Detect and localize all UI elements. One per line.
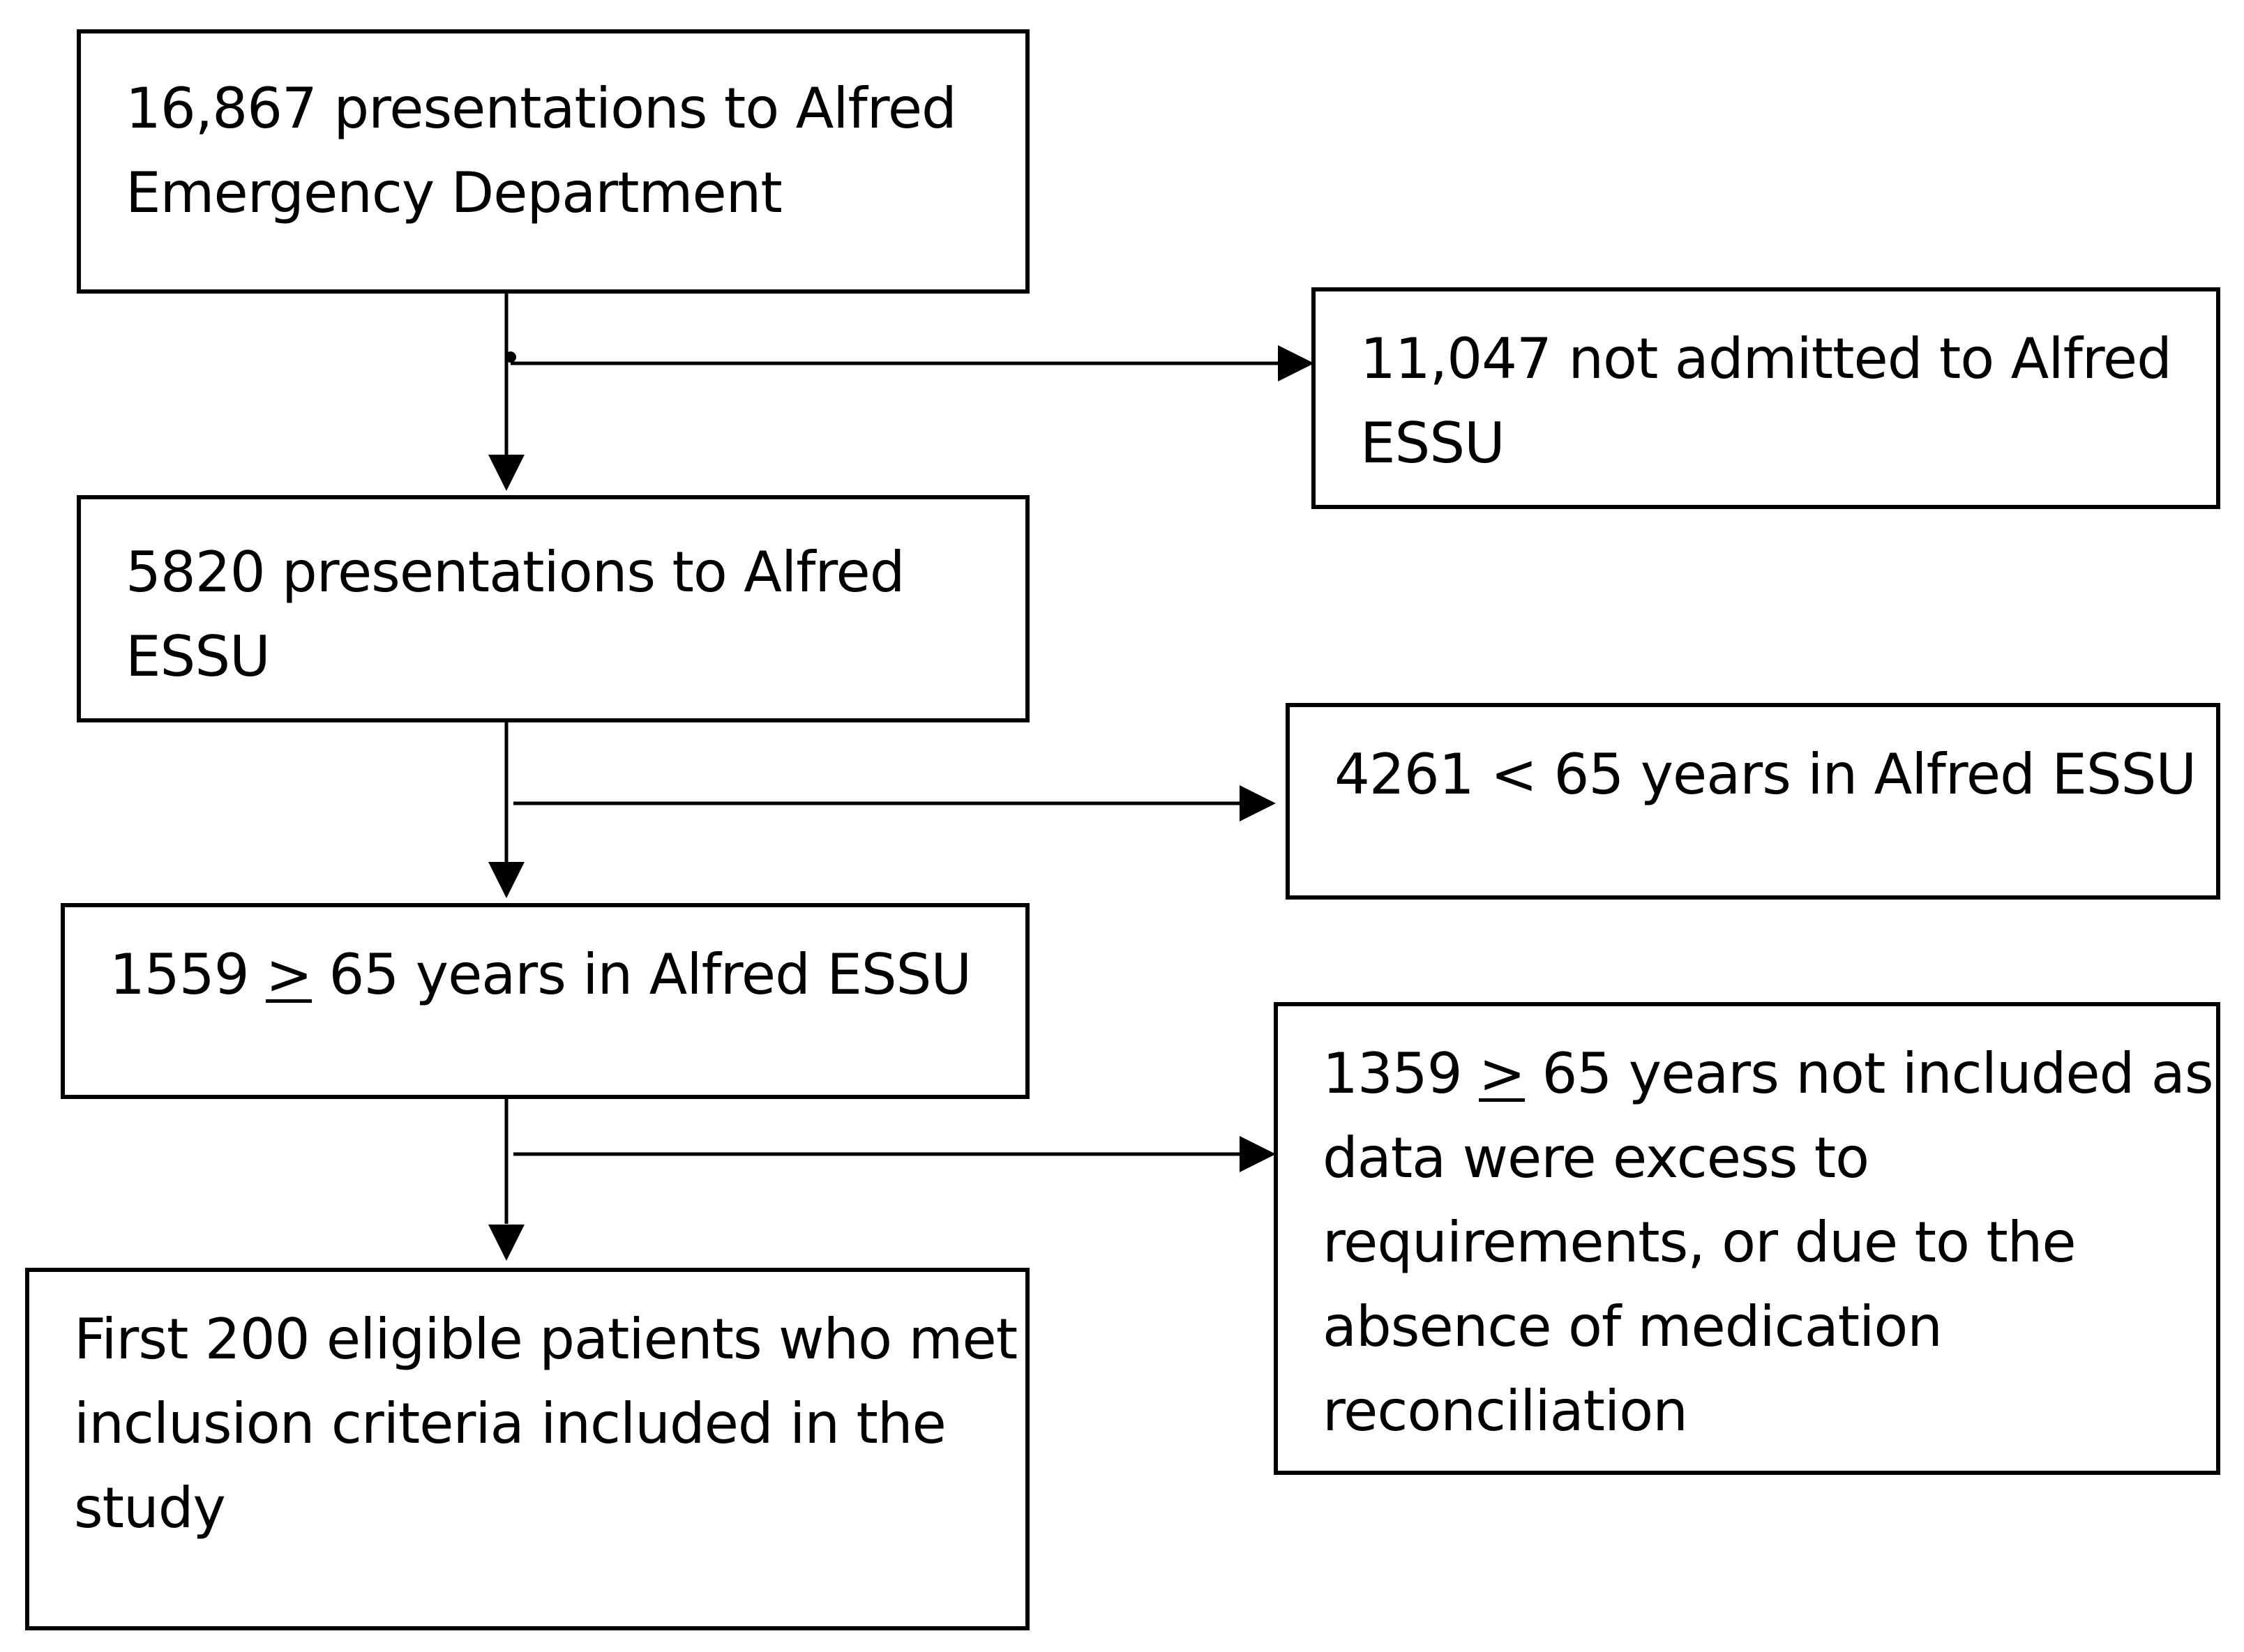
text-line: study [74,1476,226,1540]
text-line: ESSU [126,624,271,689]
essu-presentations-text: 5820 presentations to Alfred ESSU [126,530,905,699]
under-65-text: 4261 < 65 years in Alfred ESSU [1334,732,2197,817]
arrowhead-right [1240,1136,1276,1172]
text-fragment: 65 years not included as [1525,1041,2213,1106]
junction-dot [505,351,516,363]
text-line: 11,047 not admitted to Alfred [1360,326,2172,391]
ed-presentations-text: 16,867 presentations to Alfred Emergency… [126,66,957,235]
count-value: 1559 [110,942,250,1007]
study-inclusion-text: First 200 eligible patients who met incl… [74,1297,1018,1550]
arrowhead-down [488,455,525,491]
text-line: 1359 > 65 years not included as [1323,1031,2214,1116]
not-admitted-box: 11,047 not admitted to Alfred ESSU [1311,287,2220,509]
count-value: 1359 [1323,1041,1463,1106]
not-admitted-text: 11,047 not admitted to Alfred ESSU [1360,317,2172,485]
text-fragment: 65 years in Alfred ESSU [312,942,972,1007]
greater-equal-symbol: > [266,942,312,1007]
essu-65-plus-box: 1559 > 65 years in Alfred ESSU [61,903,1030,1099]
text-line: 5820 presentations to Alfred [126,540,905,605]
text-line: data were excess to [1323,1126,1869,1190]
not-included-box: 1359 > 65 years not included as data wer… [1274,1002,2220,1475]
under-65-box: 4261 < 65 years in Alfred ESSU [1286,703,2220,900]
not-included-text: 1359 > 65 years not included as data wer… [1323,1031,2214,1453]
greater-equal-symbol: > [1479,1041,1526,1106]
text-line: inclusion criteria included in the [74,1391,947,1456]
text-line: requirements, or due to the [1323,1210,2077,1275]
arrowhead-right [1240,785,1276,821]
text-line: 4261 < 65 years in Alfred ESSU [1334,742,2197,807]
text-line: 16,867 presentations to Alfred [126,76,957,141]
essu-presentations-box: 5820 presentations to Alfred ESSU [77,495,1030,722]
text-line: ESSU [1360,411,1505,476]
study-inclusion-box: First 200 eligible patients who met incl… [25,1268,1030,1630]
text-line: absence of medication [1323,1294,1943,1359]
arrowhead-down [488,1225,525,1261]
ed-presentations-box: 16,867 presentations to Alfred Emergency… [77,29,1030,294]
arrowhead-down [488,862,525,898]
essu-65-plus-text: 1559 > 65 years in Alfred ESSU [110,932,972,1017]
text-line: First 200 eligible patients who met [74,1307,1018,1372]
text-line: 1559 > 65 years in Alfred ESSU [110,932,972,1017]
arrowhead-right [1278,345,1314,381]
text-line: Emergency Department [126,160,783,225]
text-line: reconciliation [1323,1379,1688,1443]
